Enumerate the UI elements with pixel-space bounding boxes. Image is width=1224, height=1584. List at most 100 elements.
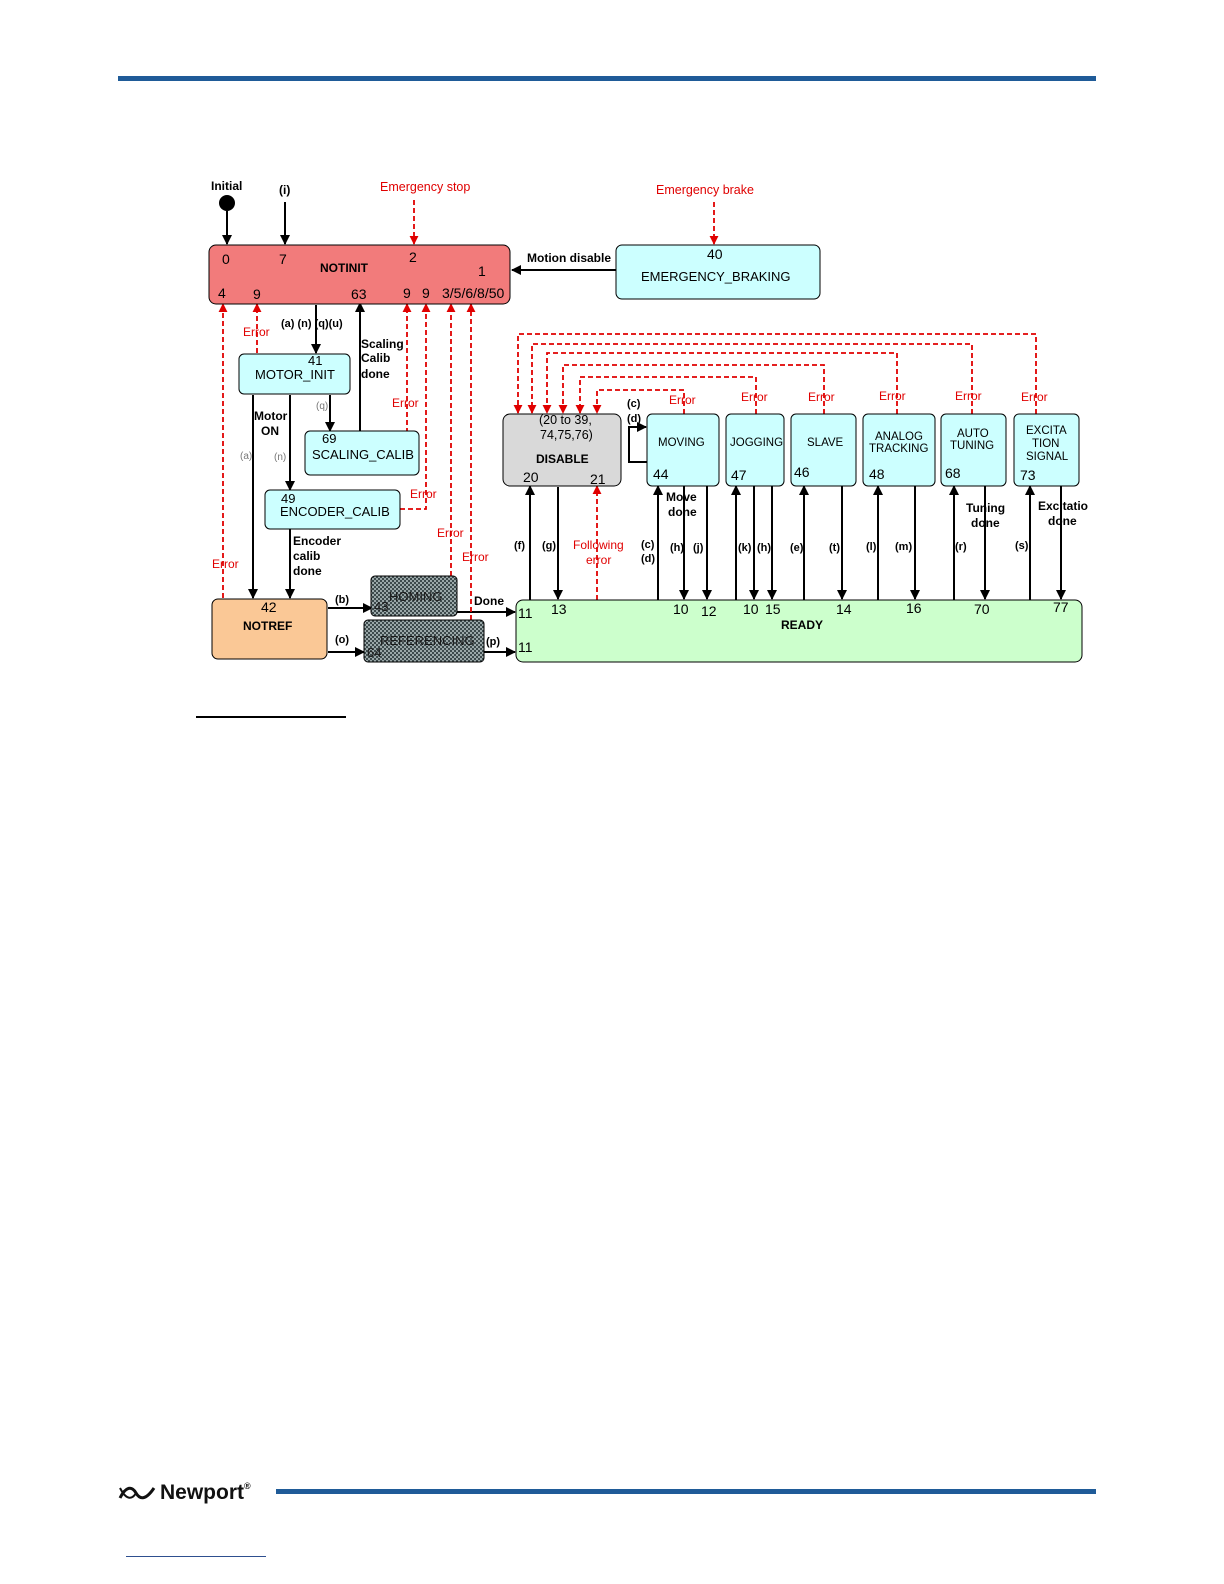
state-moving (646, 413, 720, 487)
label-emergency-stop: Emergency stop (380, 180, 470, 194)
brand-name: Newport® (160, 1481, 251, 1504)
slave-name: SLAVE (807, 437, 844, 449)
analog-name-1: ANALOG (875, 431, 923, 443)
ready-num-10b: 10 (743, 601, 759, 617)
motor-init-num: 41 (308, 353, 322, 368)
label-j: (j) (693, 542, 704, 554)
label-motor: Motor (254, 409, 288, 423)
label-move-done: done (668, 505, 697, 519)
moving-name: MOVING (658, 437, 705, 449)
state-referencing (363, 619, 485, 663)
label-d-bottom: (d) (641, 553, 655, 565)
arrow-jogging-error (575, 376, 757, 414)
label-g: (g) (542, 540, 556, 552)
referencing-name: REFERENCING (380, 633, 475, 648)
arrow-analog-error (542, 352, 898, 414)
notinit-name: NOTINIT (320, 261, 369, 275)
ready-num-14: 14 (836, 601, 852, 617)
disable-num-20: 20 (523, 469, 539, 485)
emergency-braking-num: 40 (707, 246, 723, 262)
label-scaling-done: done (361, 367, 390, 381)
label-p: (p) (486, 636, 500, 648)
notinit-num-9a: 9 (253, 286, 261, 302)
encoder-calib-name: ENCODER_CALIB (280, 504, 390, 519)
label-error-tuning: Error (955, 389, 982, 403)
ready-num-13: 13 (551, 601, 567, 617)
label-l: (l) (866, 541, 877, 553)
label-h-jogging: (h) (757, 542, 771, 554)
state-auto-tuning (940, 413, 1007, 487)
notinit-num-0: 0 (222, 251, 230, 267)
tuning-name-1: AUTO (957, 428, 989, 440)
state-notref (211, 598, 328, 660)
label-homing-done: Done (474, 594, 504, 608)
label-n-small: (n) (274, 452, 286, 463)
label-h-moving: (h) (670, 542, 684, 554)
label-f: (f) (514, 540, 525, 552)
state-encoder-calib (264, 489, 401, 530)
state-excitation-signal (1013, 413, 1080, 487)
ready-name: READY (781, 618, 823, 632)
label-d-top: (d) (627, 413, 641, 425)
state-motor-init (238, 353, 351, 395)
label-on: ON (261, 424, 279, 438)
label-c-top: (c) (627, 398, 641, 410)
label-initial: Initial (211, 179, 242, 193)
excitation-num: 73 (1020, 467, 1036, 483)
ready-num-16: 16 (906, 600, 922, 616)
scaling-calib-name: SCALING_CALIB (312, 447, 414, 462)
label-error-encoder: Error (410, 487, 437, 501)
label-following: Following (573, 538, 624, 552)
state-emergency-braking (615, 244, 821, 300)
moving-num: 44 (653, 466, 669, 482)
arrow-moving-error (592, 389, 685, 414)
jogging-name: JOGGING (730, 437, 783, 449)
slave-num: 46 (794, 464, 810, 480)
emergency-braking-name: EMERGENCY_BRAKING (641, 269, 791, 284)
label-q-small: (q) (316, 401, 328, 412)
footer-link-underline[interactable] (126, 1556, 266, 1557)
state-scaling-calib (304, 430, 420, 476)
state-ready (515, 599, 1083, 663)
label-error-scaling: Error (392, 396, 419, 410)
label-a-small: (a) (240, 451, 252, 462)
state-analog-tracking (862, 413, 936, 487)
notinit-num-9c: 9 (422, 285, 430, 301)
label-error-motor-init: Error (243, 325, 270, 339)
label-move: Move (666, 490, 697, 504)
arrow-slave-error (558, 364, 825, 414)
excitation-name-1: EXCITA (1026, 425, 1067, 437)
label-error-slave: Error (808, 390, 835, 404)
ready-num-12: 12 (701, 603, 717, 619)
arrow-autotuning-error (527, 343, 973, 414)
ready-num-70: 70 (974, 601, 990, 617)
disable-num-21: 21 (590, 471, 606, 487)
newport-swoosh-icon (118, 1486, 156, 1500)
disable-name: DISABLE (536, 452, 589, 466)
label-error-referencing: Error (462, 550, 489, 564)
label-t: (t) (829, 542, 840, 554)
disable-range-1: (20 to 39, (539, 413, 592, 427)
label-tuning: Tuning (966, 501, 1005, 515)
label-e: (e) (790, 542, 804, 554)
arrow-encoder-error (400, 303, 431, 510)
label-error-notref: Error (212, 557, 239, 571)
excitation-name-2: TION (1032, 438, 1059, 450)
label-o: (o) (335, 634, 349, 646)
notinit-num-1: 1 (478, 263, 486, 279)
notinit-num-multi: 3/5/6/8/50 (442, 285, 504, 301)
homing-name: HOMING (389, 589, 442, 604)
label-a-n-q-u: (a) (n) (q)(u) (281, 318, 343, 330)
analog-num: 48 (869, 466, 885, 482)
arrow-self-cd (628, 422, 647, 463)
state-disable (502, 413, 622, 487)
jogging-num: 47 (731, 467, 747, 483)
label-error-moving: Error (669, 393, 696, 407)
label-k: (k) (738, 542, 752, 554)
label-error-jogging: Error (741, 390, 768, 404)
ready-num-10a: 10 (673, 601, 689, 617)
ready-num-15: 15 (765, 601, 781, 617)
analog-name-2: TRACKING (869, 443, 928, 455)
label-encoder-done: done (293, 564, 322, 578)
header-rule (118, 76, 1096, 81)
